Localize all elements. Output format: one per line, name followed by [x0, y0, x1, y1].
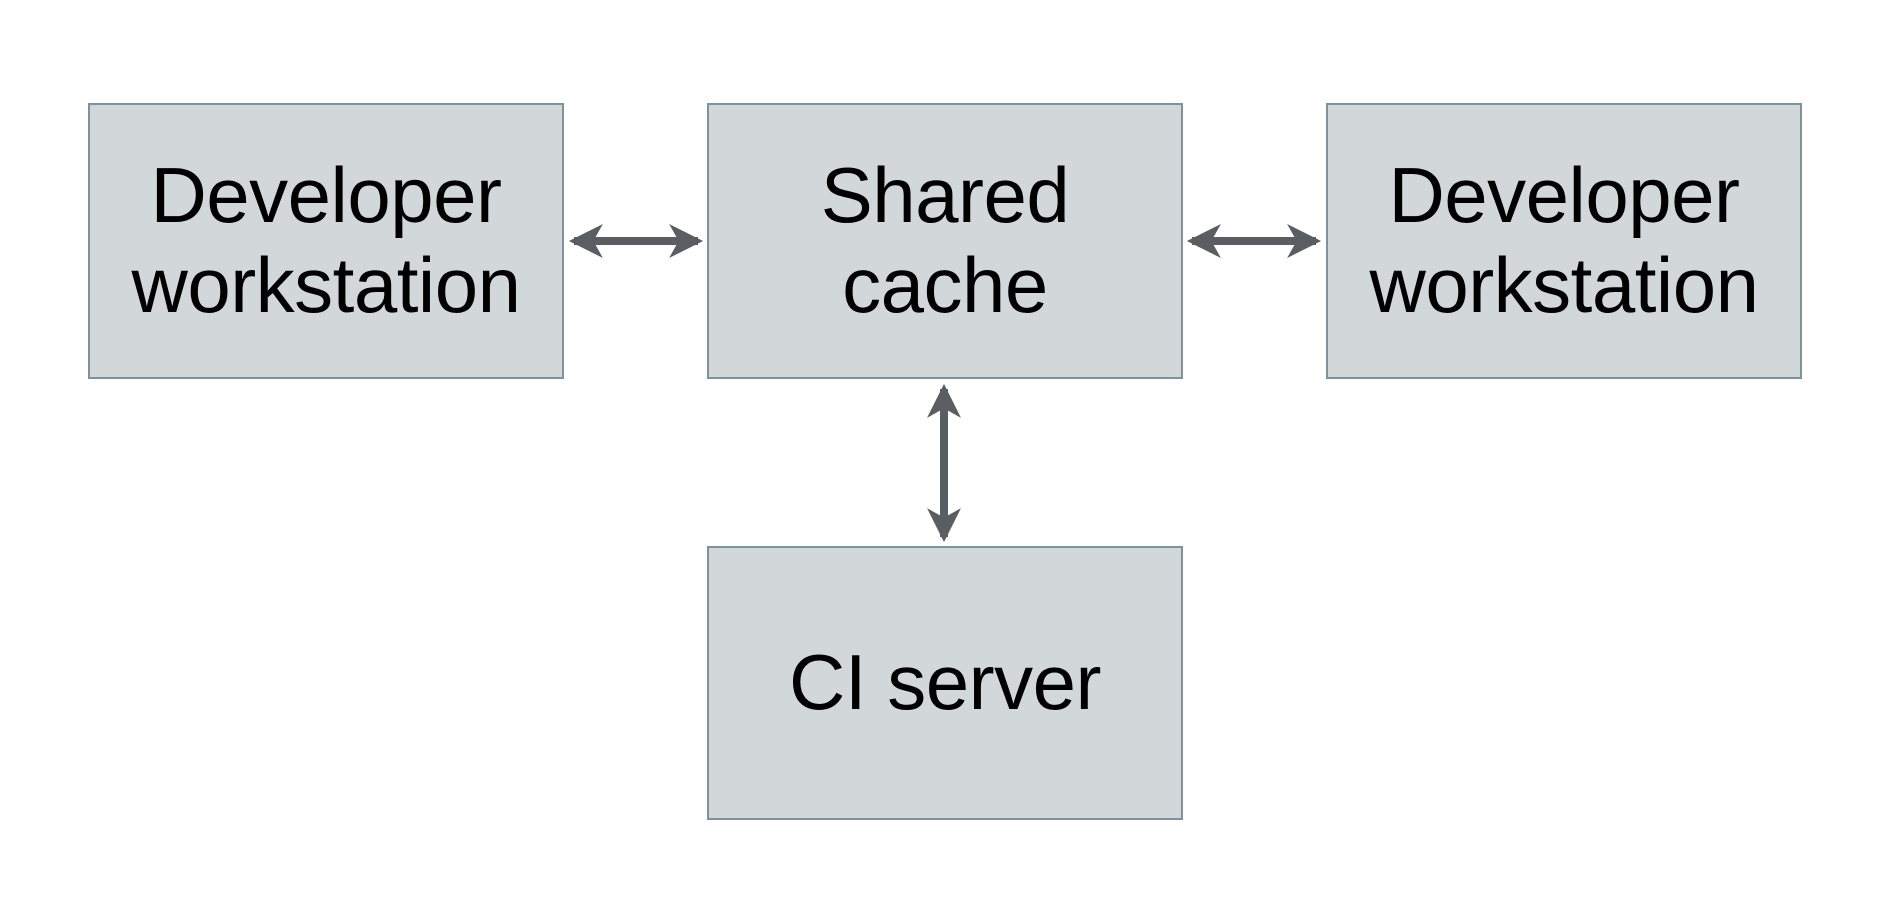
- node-developer-workstation-left: Developer workstation: [88, 103, 564, 379]
- node-ci-server: CI server: [707, 546, 1183, 820]
- node-shared-cache: Shared cache: [707, 103, 1183, 379]
- node-developer-workstation-right: Developer workstation: [1326, 103, 1802, 379]
